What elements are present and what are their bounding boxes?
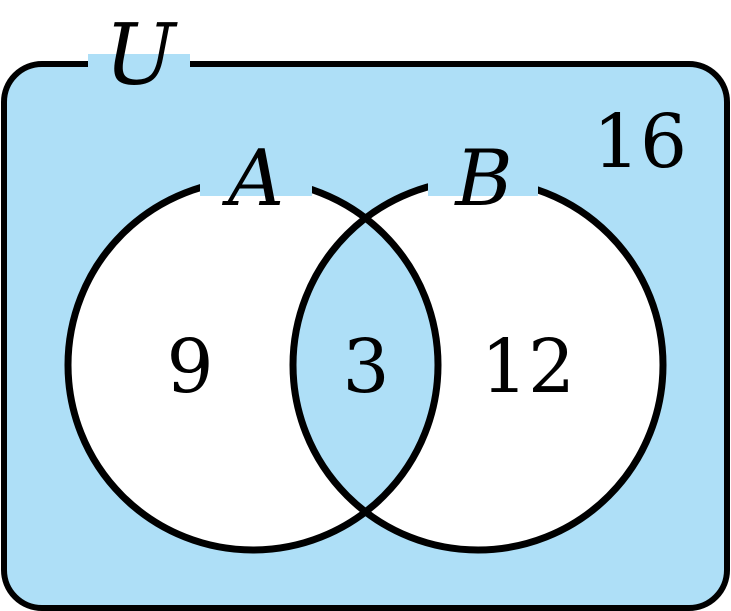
only-b-count: 12 (481, 324, 575, 410)
intersection-count: 3 (342, 324, 389, 410)
set-b-label: B (453, 134, 512, 224)
intersection-region (293, 180, 438, 550)
outside-count: 16 (593, 99, 687, 185)
label-gap-a (200, 172, 312, 196)
label-gap-b (428, 172, 538, 196)
set-a-label: A (222, 134, 284, 224)
only-a-count: 9 (166, 324, 213, 410)
label-gap-u (88, 54, 190, 74)
universe-label: U (105, 6, 179, 104)
